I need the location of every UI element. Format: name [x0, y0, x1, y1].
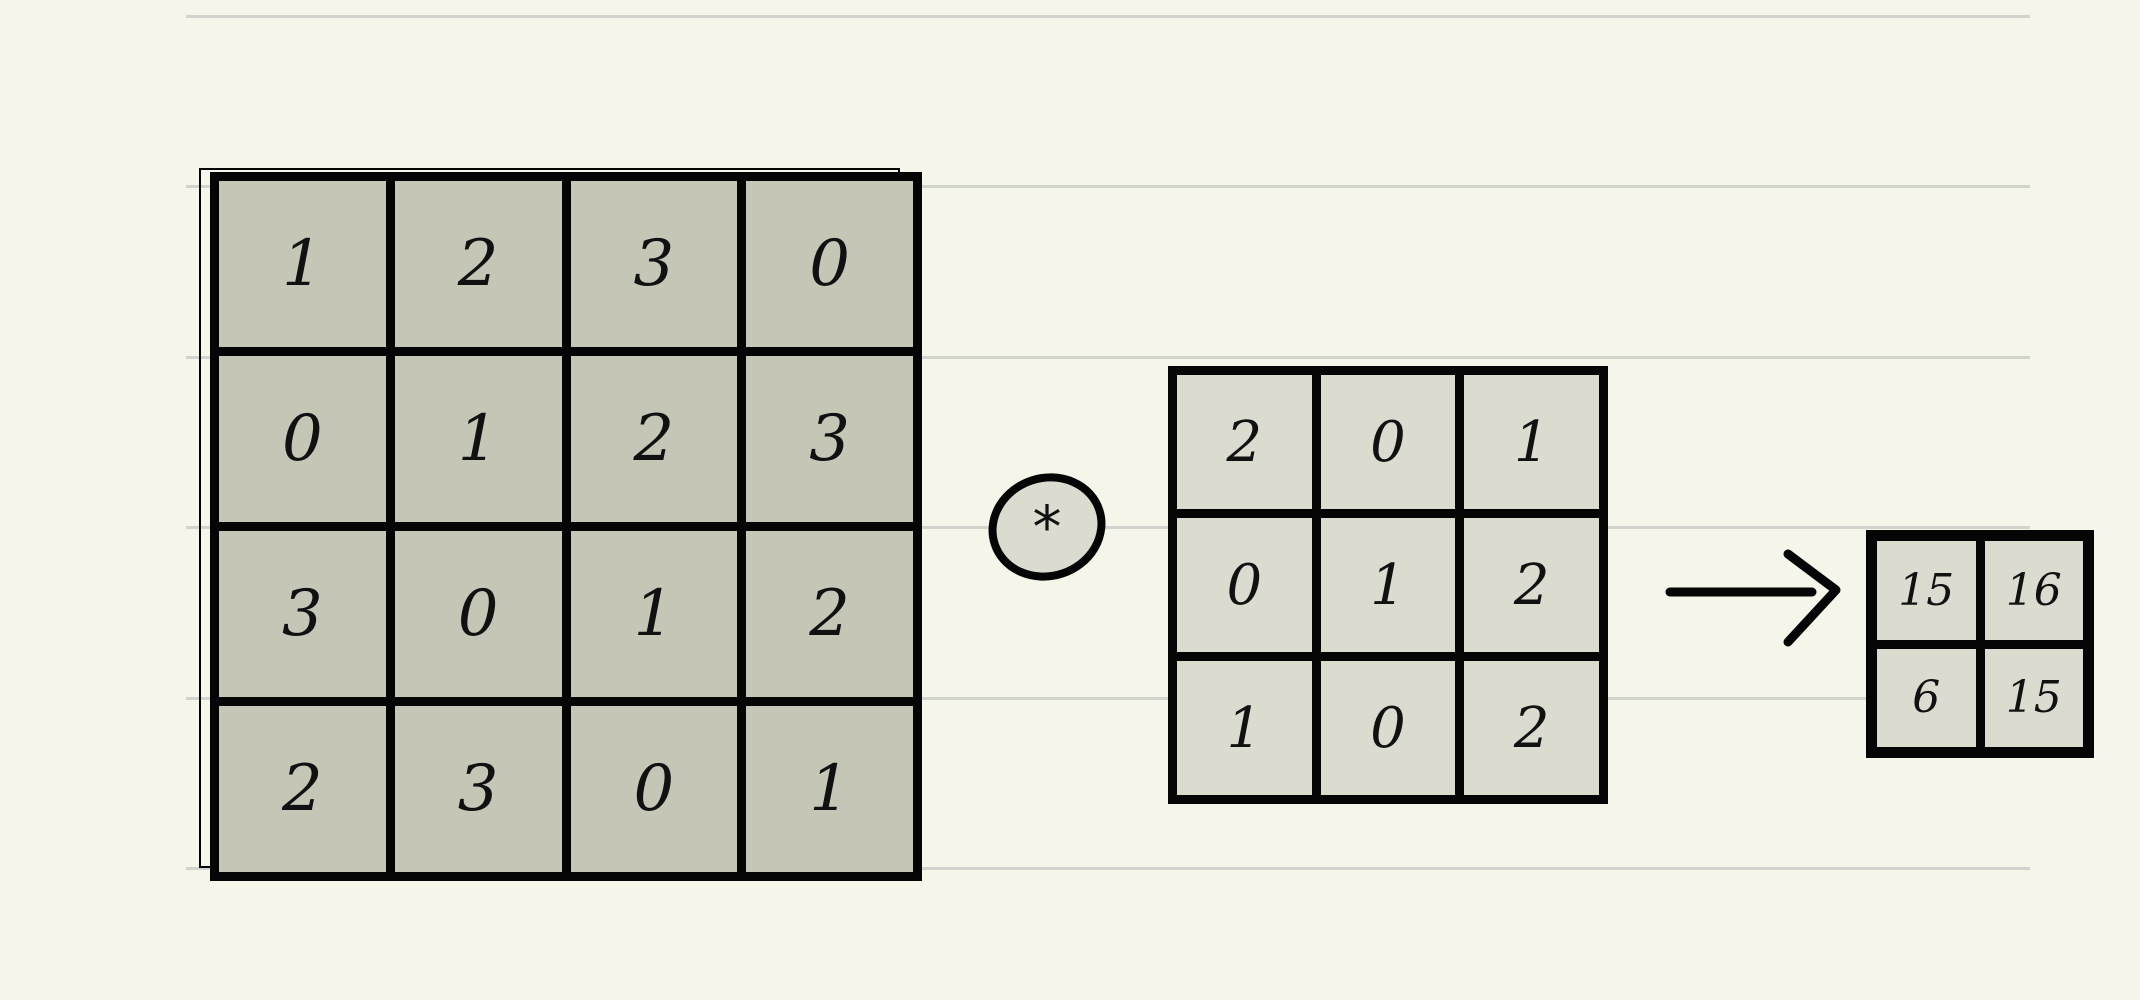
- kernel-cell: 2: [1177, 375, 1312, 509]
- output-cell: 6: [1877, 648, 1976, 747]
- input-cell: 3: [394, 706, 562, 872]
- input-cell: 3: [570, 181, 738, 347]
- input-cell: 3: [219, 531, 386, 697]
- kernel-cell: 2: [1464, 518, 1599, 652]
- kernel-cell: 1: [1464, 375, 1599, 509]
- input-cell: 0: [746, 181, 913, 347]
- input-cell: 2: [746, 531, 913, 697]
- input-cell: 1: [219, 181, 386, 347]
- ruled-line: [186, 356, 2030, 359]
- kernel-cell: 0: [1177, 518, 1312, 652]
- ruled-line: [186, 15, 2030, 18]
- input-cell: 1: [570, 531, 738, 697]
- kernel-cell: 1: [1320, 518, 1456, 652]
- convolution-operator-icon: *: [988, 472, 1106, 582]
- output-cell: 15: [1984, 648, 2083, 747]
- ruled-line: [186, 526, 2030, 529]
- input-cell: 0: [570, 706, 738, 872]
- arrow-right-icon: [1665, 549, 1841, 647]
- output-matrix: 15 16 6 15: [1866, 530, 2094, 758]
- kernel-cell: 2: [1464, 661, 1599, 795]
- kernel-cell: 1: [1177, 661, 1312, 795]
- kernel-matrix: 2 0 1 0 1 2 1 0 2: [1168, 366, 1608, 804]
- ruled-line: [186, 867, 2030, 870]
- kernel-cell: 0: [1320, 375, 1456, 509]
- input-cell: 1: [746, 706, 913, 872]
- input-cell: 0: [394, 531, 562, 697]
- ruled-line: [186, 697, 2030, 700]
- output-cell: 15: [1877, 541, 1976, 640]
- input-cell: 0: [219, 356, 386, 522]
- input-cell: 2: [394, 181, 562, 347]
- input-cell: 2: [570, 356, 738, 522]
- input-matrix: 1 2 3 0 0 1 2 3 3 0 1 2 2 3 0 1: [210, 172, 922, 881]
- kernel-cell: 0: [1320, 661, 1456, 795]
- input-cell: 2: [219, 706, 386, 872]
- ruled-line: [186, 185, 2030, 188]
- operator-circle: [988, 473, 1106, 581]
- operator-symbol: *: [1032, 493, 1062, 561]
- input-cell: 3: [746, 356, 913, 522]
- output-cell: 16: [1984, 541, 2083, 640]
- input-cell: 1: [394, 356, 562, 522]
